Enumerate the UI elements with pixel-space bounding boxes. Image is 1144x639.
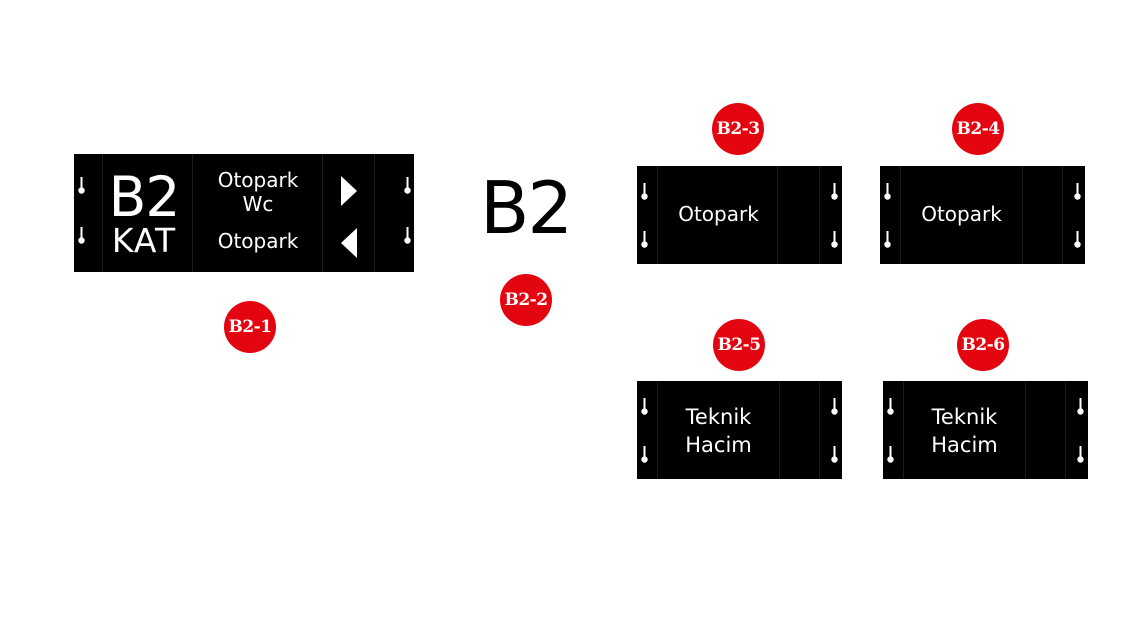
keyhole-icon [1077, 398, 1084, 415]
keyhole-icon [1077, 446, 1084, 463]
keyhole-icon [831, 183, 838, 200]
sign-label: Otopark [678, 202, 759, 226]
level-lettering-b2: B2 [480, 166, 573, 250]
sign-b2-3: Otopark [637, 166, 842, 264]
keyhole-icon [884, 231, 891, 248]
keyhole-icon [887, 398, 894, 415]
keyhole-icon [831, 231, 838, 248]
badge-b2-3: B2-3 [712, 103, 764, 155]
keyhole-icon [78, 177, 85, 194]
keyhole-icon [641, 183, 648, 200]
keyhole-icon [884, 183, 891, 200]
keyhole-icon [1074, 231, 1081, 248]
keyhole-icon [831, 446, 838, 463]
keyhole-icon [1074, 183, 1081, 200]
badge-b2-5: B2-5 [713, 319, 765, 371]
badge-b2-4: B2-4 [952, 103, 1004, 155]
keyhole-icon [404, 227, 411, 244]
keyhole-icon [404, 177, 411, 194]
sign-label-line1: Teknik [931, 405, 998, 429]
badge-b2-6: B2-6 [957, 319, 1009, 371]
keyhole-icon [641, 446, 648, 463]
badge-b2-2: B2-2 [500, 274, 552, 326]
keyhole-icon [641, 398, 648, 415]
sign-b2-4: Otopark [880, 166, 1085, 264]
sign-b2-5: Teknik Hacim [637, 381, 842, 479]
sign-b2-6: Teknik Hacim [883, 381, 1088, 479]
direction-right-line2: Wc [242, 192, 274, 216]
level-label: B2 [108, 165, 181, 229]
sign-label-line1: Teknik [685, 405, 752, 429]
keyhole-icon [831, 398, 838, 415]
direction-right-line1: Otopark [217, 168, 299, 192]
direction-left-line: Otopark [217, 229, 299, 253]
keyhole-icon [887, 446, 894, 463]
badge-b2-1: B2-1 [224, 301, 276, 353]
keyhole-icon [78, 227, 85, 244]
keyhole-icon [641, 231, 648, 248]
sign-label: Otopark [921, 202, 1002, 226]
triangle-left-icon [341, 228, 357, 258]
sign-b2-1: B2 KAT Otopark Wc Otopark [74, 154, 414, 272]
sign-label-line2: Hacim [685, 433, 752, 457]
triangle-right-icon [341, 176, 357, 206]
sign-label-line2: Hacim [931, 433, 998, 457]
floor-label: KAT [111, 221, 177, 260]
